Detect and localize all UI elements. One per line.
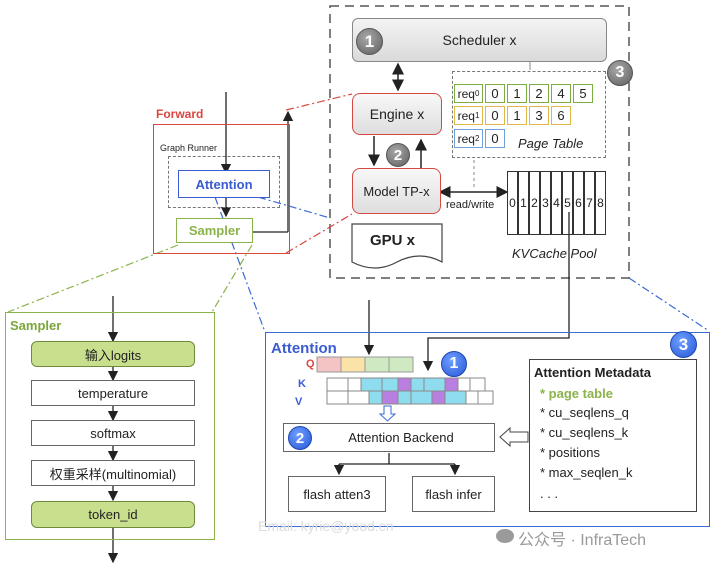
engine-box[interactable]: Engine x (352, 93, 442, 135)
scheduler-box[interactable]: Scheduler x (352, 18, 607, 62)
metadata-item: * positions (540, 445, 600, 460)
req1-cell: 3 (529, 106, 549, 125)
engine-label: Engine x (369, 106, 425, 122)
attention-backend-box[interactable]: Attention Backend (283, 423, 495, 452)
req0-cell: 0 (485, 84, 505, 103)
graph-runner-frame (168, 156, 280, 208)
kv-cell: 7 (584, 171, 595, 235)
attention-panel-badge: 3 (670, 331, 697, 358)
metadata-item: * cu_seqlens_q (540, 405, 629, 420)
kv-cell: 8 (595, 171, 606, 235)
kv-cell: 3 (540, 171, 551, 235)
q-label: Q (306, 358, 315, 370)
sampler-panel (5, 312, 215, 540)
k-label: K (298, 378, 306, 390)
forward-title: Forward (156, 107, 204, 121)
req0-cell: 4 (551, 84, 571, 103)
sampler-step-multinomial[interactable]: 权重采样(multinomial) (31, 460, 195, 486)
wechat-icon (496, 529, 514, 543)
sampler-panel-title: Sampler (10, 318, 62, 333)
req0-cell: 2 (529, 84, 549, 103)
req1-cell: 1 (507, 106, 527, 125)
graph-runner-label: Graph Runner (160, 143, 218, 153)
qkv-badge: 1 (441, 351, 467, 377)
kernel-flash-infer[interactable]: flash infer (412, 476, 495, 512)
kv-cell: 0 (507, 171, 518, 235)
sampler-step-softmax[interactable]: softmax (31, 420, 195, 446)
metadata-title: Attention Metadata (534, 365, 651, 380)
metadata-item: . . . (540, 486, 559, 501)
metadata-item-page-table: * page table (540, 386, 613, 401)
req0-cell: 5 (573, 84, 593, 103)
kv-cell: 4 (551, 171, 562, 235)
backend-badge: 2 (288, 426, 312, 450)
req1-cell: 6 (551, 106, 571, 125)
engine-badge: 2 (386, 143, 410, 167)
req0-cell: 1 (507, 84, 527, 103)
metadata-item: * cu_seqlens_k (540, 425, 629, 440)
sampler-step-logits[interactable]: 输入logits (31, 341, 195, 367)
watermark-brand: 公众号 · InfraTech (518, 532, 647, 549)
model-label: Model TP-x (363, 183, 430, 199)
kv-cell: 1 (518, 171, 529, 235)
forward-attention-box[interactable]: Attention (178, 170, 270, 198)
scheduler-label: Scheduler x (442, 32, 517, 48)
kv-cell: 5 (562, 171, 573, 235)
model-box[interactable]: Model TP-x (352, 168, 441, 214)
sampler-step-temperature[interactable]: temperature (31, 380, 195, 406)
page-table-badge: 3 (607, 60, 633, 86)
readwrite-label: read/write (446, 199, 495, 211)
kv-cell: 2 (529, 171, 540, 235)
page-table-title: Page Table (518, 136, 584, 151)
sampler-step-token-id[interactable]: token_id (31, 501, 195, 528)
req2-cell: 0 (485, 129, 505, 148)
metadata-item: * max_seqlen_k (540, 465, 633, 480)
kv-cell: 6 (573, 171, 584, 235)
forward-sampler-box[interactable]: Sampler (176, 218, 253, 243)
attention-metadata-box[interactable] (529, 359, 697, 512)
req1-cell: 0 (485, 106, 505, 125)
attention-panel-title: Attention (271, 340, 337, 357)
attention-panel (265, 332, 710, 527)
page-table-frame (452, 71, 606, 158)
forward-frame (153, 124, 290, 254)
scheduler-badge: 1 (356, 28, 383, 55)
watermark-email: Email: kyrie@yood.cn (258, 518, 394, 534)
kernel-flash-atten3[interactable]: flash atten3 (288, 476, 386, 512)
gpu-label: GPU x (370, 232, 416, 249)
kvcache-title: KVCache Pool (512, 246, 597, 261)
kvcache-pool[interactable]: 0 1 2 3 4 5 6 7 8 (507, 171, 606, 235)
v-label: V (295, 396, 303, 408)
